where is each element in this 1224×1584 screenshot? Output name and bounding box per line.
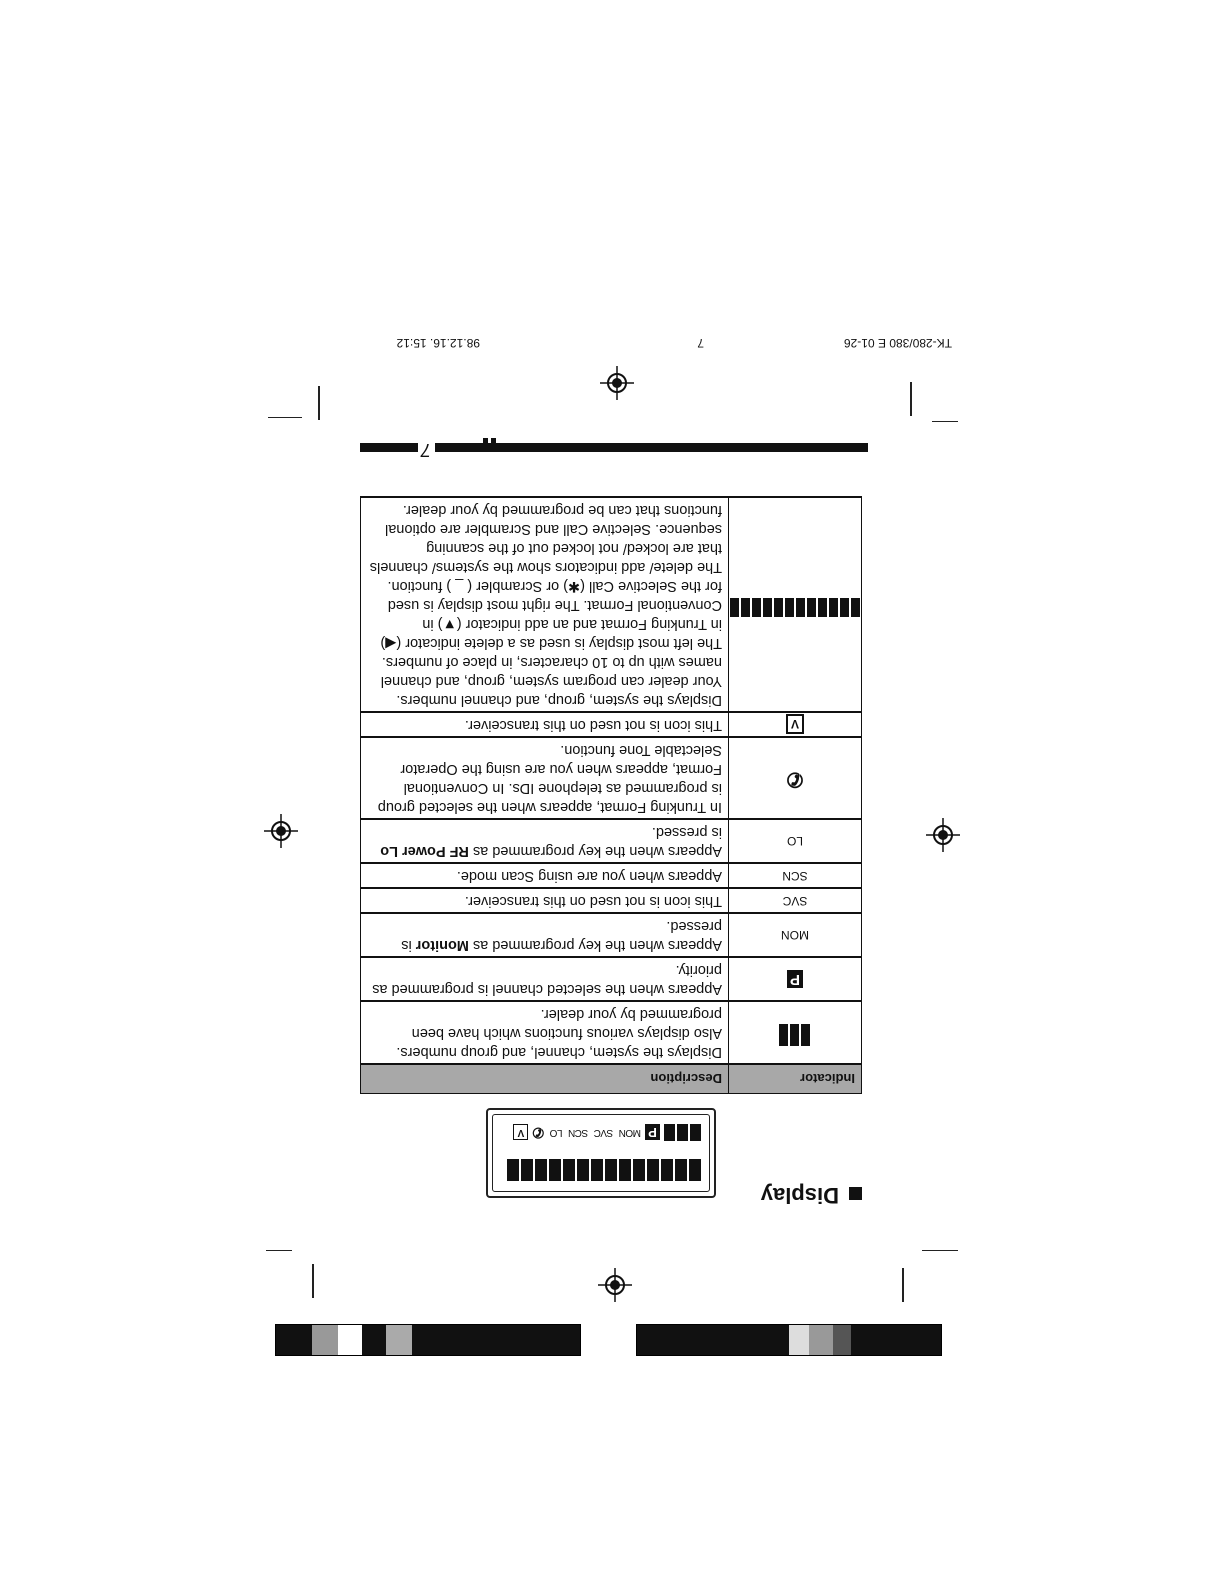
- table-row: V This icon is not used on this transcei…: [360, 712, 862, 737]
- indicator-cell: [728, 1001, 862, 1064]
- indicator-label: MON: [781, 928, 809, 943]
- table-row: Displays the system, group, and channel …: [360, 497, 862, 712]
- color-bar-left: [636, 1324, 942, 1356]
- table-row: SVC This icon is not used on this transc…: [360, 888, 862, 913]
- crop-mark: [932, 421, 958, 422]
- table-row: ✆ In Trunking Format, appears when the s…: [360, 737, 862, 819]
- indicator-cell: [728, 497, 862, 712]
- indicator-cell: LO: [728, 819, 862, 863]
- description-cell: This icon is not used on this transceive…: [360, 712, 729, 737]
- phone-icon: ✆: [532, 1125, 545, 1141]
- lcd-inner-frame: P MON SVC SCN LO ✆ V: [492, 1114, 710, 1192]
- table-row: LO Appears when the key programmed as RF…: [360, 819, 862, 863]
- section-heading: Display: [761, 1182, 862, 1208]
- crop-mark: [922, 1250, 958, 1251]
- footer-marks: [480, 433, 496, 451]
- column-header-indicator: Indicator: [728, 1064, 862, 1094]
- description-cell: Appears when the key programmed as Monit…: [360, 913, 729, 957]
- indicator-table: Indicator Description Displays the syste…: [360, 496, 862, 1094]
- section-title: Display: [760, 1183, 839, 1208]
- registration-mark-icon: [926, 818, 960, 852]
- crop-mark: [902, 1268, 904, 1302]
- lcd-label-svc: SVC: [594, 1127, 614, 1138]
- description-cell: Appears when the selected channel is pro…: [360, 957, 729, 1001]
- indicator-cell: P: [728, 957, 862, 1001]
- column-header-description: Description: [360, 1064, 729, 1094]
- crop-mark: [266, 1250, 292, 1251]
- indicator-cell: SVC: [728, 888, 862, 913]
- description-cell: In Trunking Format, appears when the sel…: [360, 737, 729, 819]
- registration-mark-icon: [600, 366, 634, 400]
- print-page-number: 7: [697, 336, 704, 350]
- segment-block-icon: [779, 1021, 812, 1047]
- description-cell: This icon is not used on this transceive…: [360, 888, 729, 913]
- lcd-label-mon: MON: [619, 1127, 641, 1138]
- indicator-label: LO: [787, 834, 804, 849]
- indicator-cell: V: [728, 712, 862, 737]
- table-header-row: Indicator Description: [360, 1064, 862, 1094]
- v-box-icon: V: [786, 714, 804, 735]
- lcd-priority-icon: P: [645, 1124, 660, 1141]
- lcd-label-scn: SCN: [568, 1127, 589, 1138]
- segment-row-icon: [729, 594, 861, 617]
- table-row: Displays the system, channel, and group …: [360, 1001, 862, 1064]
- color-bar-right: [275, 1324, 581, 1356]
- indicator-cell: SCN: [728, 863, 862, 888]
- registration-mark-icon: [264, 814, 298, 848]
- table-row: SCN Appears when you are using Scan mode…: [360, 863, 862, 888]
- print-doc-id: TK-280/380 E 01-26: [843, 336, 952, 350]
- crop-mark: [312, 1264, 314, 1298]
- description-cell: Appears when you are using Scan mode.: [360, 863, 729, 888]
- footer-rule-right: [362, 443, 418, 452]
- indicator-label: SCN: [782, 869, 808, 883]
- lcd-indicator-row: P MON SVC SCN LO ✆ V: [513, 1124, 701, 1141]
- table-row: MON Appears when the key programmed as M…: [360, 913, 862, 957]
- description-cell: Displays the system, channel, and group …: [360, 1001, 729, 1064]
- table-row: P Appears when the selected channel is p…: [360, 957, 862, 1001]
- registration-mark-icon: [598, 1268, 632, 1302]
- footer-rule: [360, 443, 868, 452]
- crop-mark: [268, 417, 302, 418]
- phone-icon: ✆: [786, 768, 804, 791]
- lcd-v-icon: V: [513, 1124, 529, 1141]
- priority-icon: P: [787, 970, 803, 989]
- lcd-display-illustration: P MON SVC SCN LO ✆ V: [486, 1108, 716, 1198]
- indicator-cell: ✆: [728, 737, 862, 819]
- lcd-label-lo: LO: [550, 1127, 563, 1138]
- crop-mark: [910, 382, 912, 416]
- footer-page-number: 7: [416, 439, 435, 460]
- lcd-character-segments: [507, 1159, 701, 1181]
- heading-square-icon: [849, 1187, 862, 1201]
- indicator-label: SVC: [782, 894, 808, 908]
- print-timestamp: 98.12.16. 15:12: [396, 336, 480, 350]
- description-cell: Appears when the key programmed as RF Po…: [360, 819, 729, 863]
- indicator-cell: MON: [728, 913, 862, 957]
- description-cell: Displays the system, group, and channel …: [360, 497, 729, 712]
- crop-mark: [318, 386, 320, 420]
